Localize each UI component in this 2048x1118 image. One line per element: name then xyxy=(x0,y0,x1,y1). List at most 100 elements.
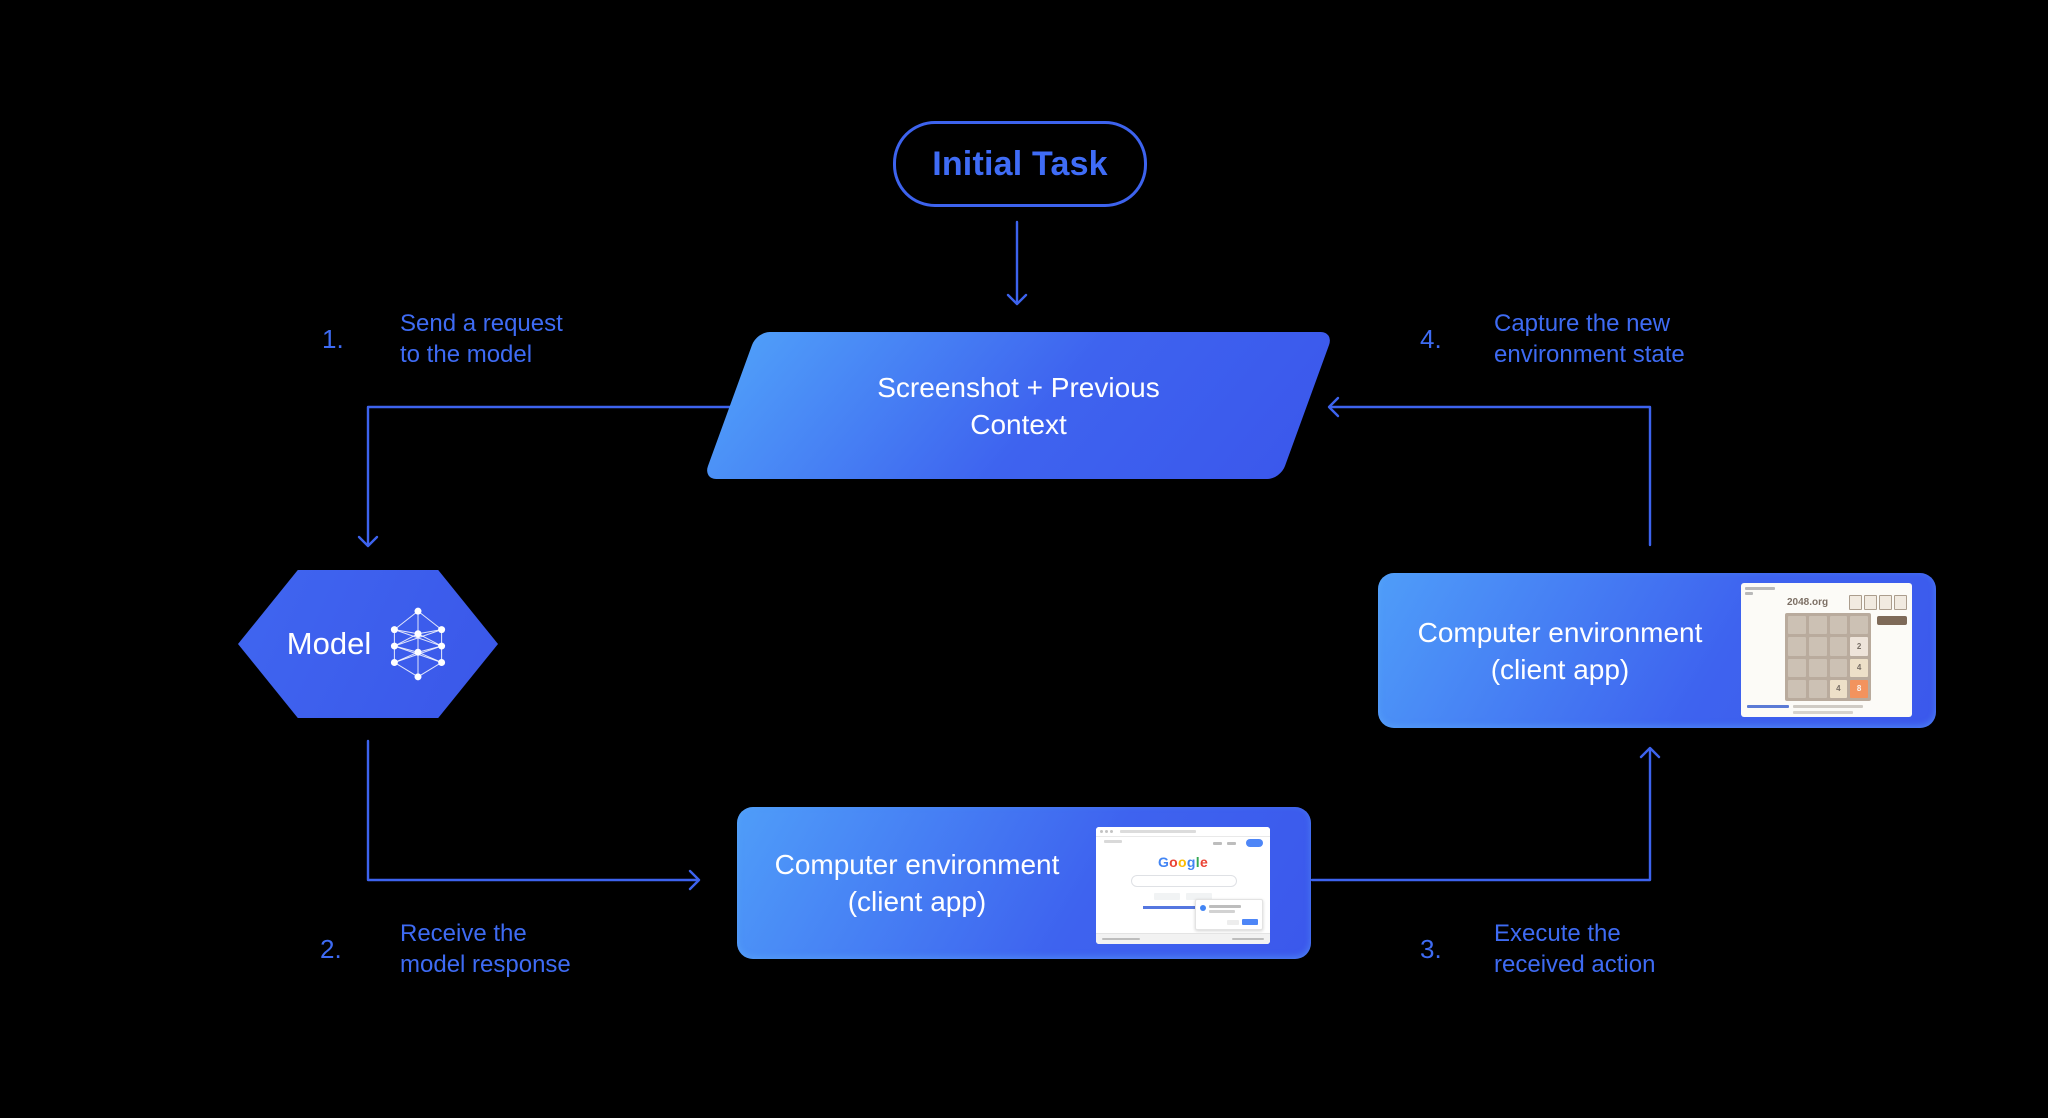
2048-footer-text-bar xyxy=(1793,711,1853,714)
step-3-line2: received action xyxy=(1494,951,1656,978)
dialog-signin-button xyxy=(1242,919,1258,925)
dialog-dismiss-button xyxy=(1227,920,1239,925)
2048-tile: 4 xyxy=(1850,658,1868,677)
google-logo-letter: o xyxy=(1178,854,1187,870)
step-1-line2: to the model xyxy=(400,341,533,368)
2048-cell xyxy=(1788,637,1806,656)
model-hexagon: Model xyxy=(238,570,498,718)
2048-tile: 2 xyxy=(1850,637,1868,656)
step-4-number: 4. xyxy=(1420,324,1442,354)
window-control-icon xyxy=(1100,830,1103,833)
google-logo-letter: l xyxy=(1195,854,1200,870)
2048-score-box xyxy=(1879,595,1892,610)
feeling-lucky-button xyxy=(1186,893,1212,900)
google-footer xyxy=(1096,933,1270,944)
step-1-label: Send a request to the model xyxy=(400,308,563,370)
google-search-bar xyxy=(1131,875,1237,887)
env-bottom-label: Computer environment (client app) xyxy=(737,807,1097,959)
browser-tab-text-bar xyxy=(1745,587,1775,590)
footer-text-bar xyxy=(1232,937,1264,940)
arrowhead-left-icon xyxy=(1327,396,1340,418)
2048-cell xyxy=(1808,637,1827,656)
window-control-icon xyxy=(1105,830,1108,833)
2048-cell xyxy=(1808,679,1827,698)
step-4-line1: Capture the new xyxy=(1494,310,1671,337)
arrowhead-down-icon xyxy=(357,535,379,548)
connector-model-to-env-bottom xyxy=(366,739,701,891)
neural-network-icon xyxy=(391,607,446,681)
google-logo-letter: G xyxy=(1157,854,1170,870)
address-bar xyxy=(1120,830,1196,833)
2048-new-game-button xyxy=(1877,616,1907,625)
2048-cell xyxy=(1788,616,1806,635)
browser-tab-text-bar xyxy=(1745,592,1753,595)
env-right-line1: Computer environment xyxy=(1417,616,1703,648)
2048-cell xyxy=(1829,637,1848,656)
2048-cell xyxy=(1808,658,1827,677)
connector-env-right-to-context xyxy=(1327,396,1652,547)
header-link-bar xyxy=(1227,842,1236,845)
step-3-number: 3. xyxy=(1420,934,1442,964)
google-signin-button xyxy=(1246,839,1263,847)
step-2-line2: model response xyxy=(400,951,571,978)
window-control-icon xyxy=(1110,830,1113,833)
connector-task-to-context xyxy=(1006,220,1028,306)
2048-footer-text-bar xyxy=(1793,705,1863,708)
dialog-text-bar xyxy=(1209,910,1235,913)
env-right-label: Computer environment (client app) xyxy=(1378,573,1742,728)
2048-tile: 8 xyxy=(1850,679,1868,698)
2048-site-title: 2048.org xyxy=(1787,597,1829,608)
browser-chrome-bar xyxy=(1096,827,1270,837)
env-bottom-line2: (client app) xyxy=(847,886,987,917)
screenshot-context-parallelogram: Screenshot + Previous Context xyxy=(703,332,1334,479)
arrowhead-right-icon xyxy=(688,869,701,891)
env-box-client-bottom: Computer environment (client app) Google xyxy=(737,807,1311,959)
thumbnail-google-home: Google xyxy=(1096,827,1270,944)
google-language-link-bar xyxy=(1143,906,1223,909)
google-logo-letter: e xyxy=(1199,854,1209,870)
footer-text-bar xyxy=(1102,937,1140,940)
step-2-number: 2. xyxy=(320,934,342,964)
header-link-bar xyxy=(1213,842,1222,845)
2048-cell xyxy=(1788,658,1806,677)
step-3-line1: Execute the xyxy=(1494,920,1621,947)
arrowhead-down-icon xyxy=(1006,293,1028,306)
env-box-client-right: Computer environment (client app) 2048.o… xyxy=(1378,573,1936,728)
step-2-label: Receive the model response xyxy=(400,918,571,980)
env-bottom-line1: Computer environment xyxy=(774,849,1060,880)
screenshot-context-line1: Screenshot + Previous xyxy=(877,371,1160,403)
google-logo-letter: g xyxy=(1186,854,1196,870)
google-logo-letter: o xyxy=(1169,854,1179,870)
arrowhead-up-icon xyxy=(1639,746,1661,759)
2048-cell xyxy=(1829,616,1848,635)
avatar xyxy=(1200,905,1206,911)
2048-score-box xyxy=(1849,595,1862,610)
2048-cell xyxy=(1788,679,1806,698)
screenshot-context-label: Screenshot + Previous Context xyxy=(730,332,1307,479)
google-search-buttons xyxy=(1096,893,1270,900)
2048-cell xyxy=(1808,616,1827,635)
model-label: Model xyxy=(286,626,372,661)
connector-env-bottom-to-env-right xyxy=(1310,746,1661,882)
google-logo: Google xyxy=(1096,854,1270,870)
bookmarks-text-bar xyxy=(1104,840,1122,843)
google-search-button xyxy=(1154,893,1180,900)
connector-context-to-model xyxy=(357,405,736,548)
2048-help-link-bar xyxy=(1747,705,1789,708)
google-signin-dialog xyxy=(1195,899,1263,930)
initial-task-pill: Initial Task xyxy=(893,121,1147,207)
env-right-line2: (client app) xyxy=(1490,653,1630,685)
initial-task-label: Initial Task xyxy=(932,144,1108,183)
step-1-number: 1. xyxy=(322,324,344,354)
2048-tile: 4 xyxy=(1829,679,1848,698)
2048-score-box xyxy=(1864,595,1877,610)
dialog-text-bar xyxy=(1209,905,1241,908)
step-4-line2: environment state xyxy=(1494,341,1685,368)
step-1-line1: Send a request xyxy=(400,310,563,337)
step-3-label: Execute the received action xyxy=(1494,918,1655,980)
2048-score-boxes xyxy=(1849,595,1907,610)
